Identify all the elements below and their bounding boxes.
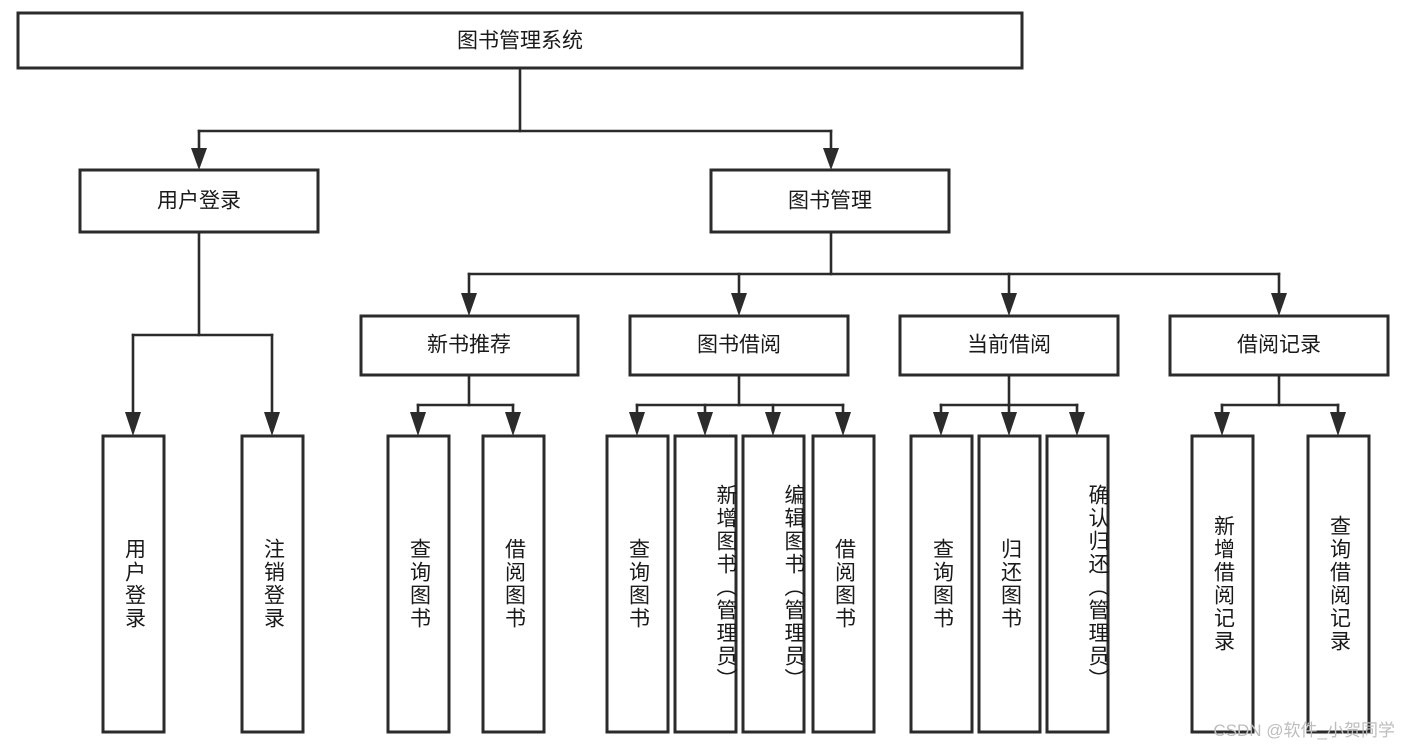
arrowhead-leaf-ul-1 (125, 412, 141, 436)
arrowhead-leaf-cb-1 (933, 412, 949, 436)
node-book-manage-box[interactable] (709, 168, 951, 234)
arrowhead-leaf-cb-2 (1001, 412, 1017, 436)
arrowhead-leaf-nb-2 (505, 412, 521, 436)
connector-group-book-manage (461, 230, 1287, 316)
leaf-label-cb-3: 确认归还（管理员） (1086, 483, 1109, 691)
leaf-box-nb-2[interactable] (481, 434, 546, 734)
node-book-borrow-label: 图书借阅 (697, 334, 781, 357)
leaf-box-ul-1[interactable] (101, 434, 166, 734)
leaf-label-bb-4: 借阅图书 (832, 538, 856, 630)
leaf-label-cb-2: 归还图书 (998, 538, 1022, 630)
leaf-box-cb-3[interactable] (1045, 434, 1110, 734)
node-root-box[interactable] (16, 11, 1024, 70)
connector-group-root (191, 66, 839, 170)
arrowhead-leaf-cb-3 (1069, 412, 1085, 436)
arrowhead-book-borrow (731, 293, 747, 316)
node-borrow-record-box[interactable] (1168, 314, 1390, 377)
node-new-book-label: 新书推荐 (427, 334, 511, 357)
arrowhead-current-borrow (1001, 293, 1017, 316)
arrowhead-leaf-bb-1 (629, 412, 645, 436)
connector-group-current-borrow (933, 373, 1085, 436)
leaf-label-cb-1: 查询图书 (930, 538, 954, 630)
node-current-borrow-label: 当前借阅 (967, 334, 1051, 357)
leaf-box-br-1[interactable] (1190, 434, 1255, 734)
node-root-label: 图书管理系统 (457, 30, 583, 53)
leaf-box-ul-2[interactable] (240, 434, 305, 734)
leaf-box-nb-1[interactable] (386, 434, 451, 734)
leaf-label-nb-1: 查询图书 (407, 538, 431, 630)
leaf-label-ul-1: 用户登录 (122, 538, 146, 630)
node-book-borrow-box[interactable] (628, 314, 850, 377)
arrowhead-new-book (461, 293, 477, 316)
arrowhead-leaf-ul-2 (264, 412, 280, 436)
leaf-label-bb-3: 编辑图书（管理员） (782, 483, 805, 691)
arrowhead-leaf-br-2 (1330, 412, 1346, 436)
leaf-box-br-2[interactable] (1306, 434, 1371, 734)
arrowhead-borrow-record (1271, 293, 1287, 316)
node-user-login-label: 用户登录 (157, 190, 241, 213)
watermark-text: CSDN @软件_小贺同学 (1213, 721, 1395, 740)
node-current-borrow-box[interactable] (898, 314, 1120, 377)
arrowhead-user-login (191, 148, 207, 170)
leaf-label-ul-2: 注销登录 (261, 538, 285, 630)
arrowhead-leaf-bb-4 (835, 412, 851, 436)
node-user-login-box[interactable] (78, 168, 320, 234)
leaf-label-bb-2: 新增图书（管理员） (714, 483, 737, 691)
leaf-box-bb-3[interactable] (741, 434, 806, 734)
arrowhead-leaf-nb-1 (410, 412, 426, 436)
connector-group-borrow-record (1214, 373, 1346, 436)
node-borrow-record-label: 借阅记录 (1237, 334, 1321, 357)
arrowhead-leaf-bb-2 (697, 412, 713, 436)
leaf-label-br-1: 新增借阅记录 (1211, 515, 1235, 653)
node-book-manage-label: 图书管理 (788, 190, 872, 213)
connector-group-user-login (125, 230, 280, 436)
arrowhead-leaf-bb-3 (765, 412, 781, 436)
leaf-box-bb-1[interactable] (605, 434, 670, 734)
leaf-box-bb-4[interactable] (811, 434, 876, 734)
leaf-box-cb-2[interactable] (977, 434, 1042, 734)
leaf-label-nb-2: 借阅图书 (502, 538, 526, 630)
leaf-label-br-2: 查询借阅记录 (1327, 515, 1351, 653)
leaf-box-bb-2[interactable] (673, 434, 738, 734)
connector-group-new-book (410, 373, 521, 436)
node-new-book-box[interactable] (359, 314, 580, 377)
arrowhead-leaf-br-1 (1214, 412, 1230, 436)
arrowhead-book-manage (823, 148, 839, 170)
leaf-box-cb-1[interactable] (909, 434, 974, 734)
connector-group-book-borrow (629, 373, 851, 436)
leaf-label-bb-1: 查询图书 (626, 538, 650, 630)
